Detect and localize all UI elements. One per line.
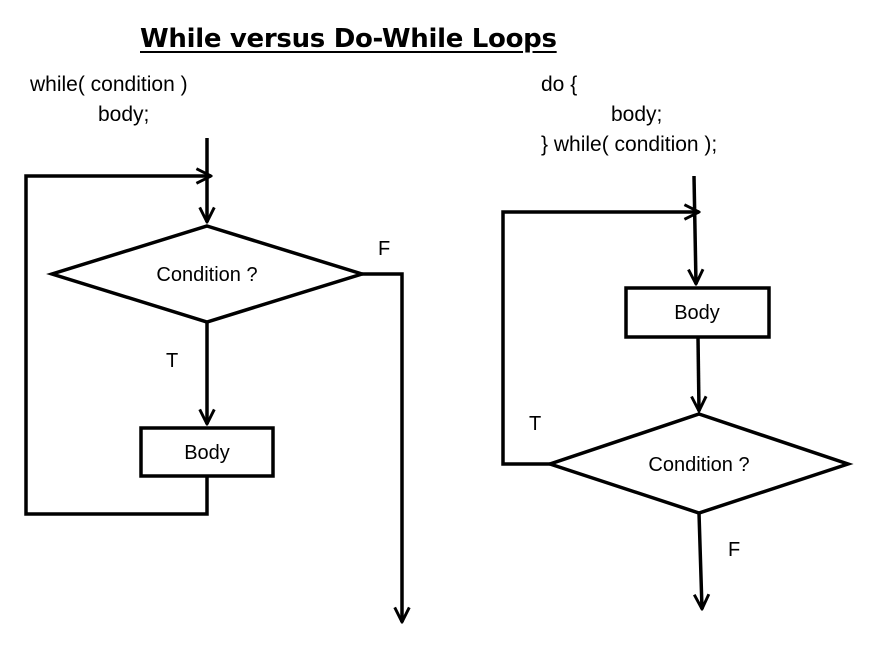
while-loop-back-arrow <box>24 176 211 516</box>
slide-title: While versus Do-While Loops <box>140 24 557 54</box>
dowhile-flowchart: Body Condition ? T F <box>501 175 854 609</box>
dowhile-entry-arrow <box>694 175 696 284</box>
while-false-label: F <box>378 238 390 260</box>
dowhile-body-box <box>624 286 771 339</box>
dowhile-false-label: F <box>728 539 740 561</box>
dowhile-body-label: Body <box>674 302 720 324</box>
dowhile-code-line2: body; <box>611 103 663 126</box>
dowhile-true-loop-arrow <box>501 212 699 466</box>
while-condition-label: Condition ? <box>156 264 257 286</box>
while-flowchart: Condition ? T Body F <box>24 138 402 622</box>
dowhile-false-arrow <box>699 512 702 609</box>
while-false-arrow <box>362 272 402 622</box>
dowhile-code-line3: } while( condition ); <box>541 133 718 156</box>
dowhile-code-line1: do { <box>541 73 578 96</box>
while-true-label: T <box>166 350 178 372</box>
while-body-label: Body <box>184 442 230 464</box>
while-code-line2: body; <box>98 103 150 126</box>
dowhile-true-label: T <box>529 413 541 435</box>
dowhile-condition-label: Condition ? <box>648 454 749 476</box>
dowhile-body-to-condition-arrow <box>698 336 699 411</box>
while-code-line1: while( condition ) <box>30 73 188 96</box>
